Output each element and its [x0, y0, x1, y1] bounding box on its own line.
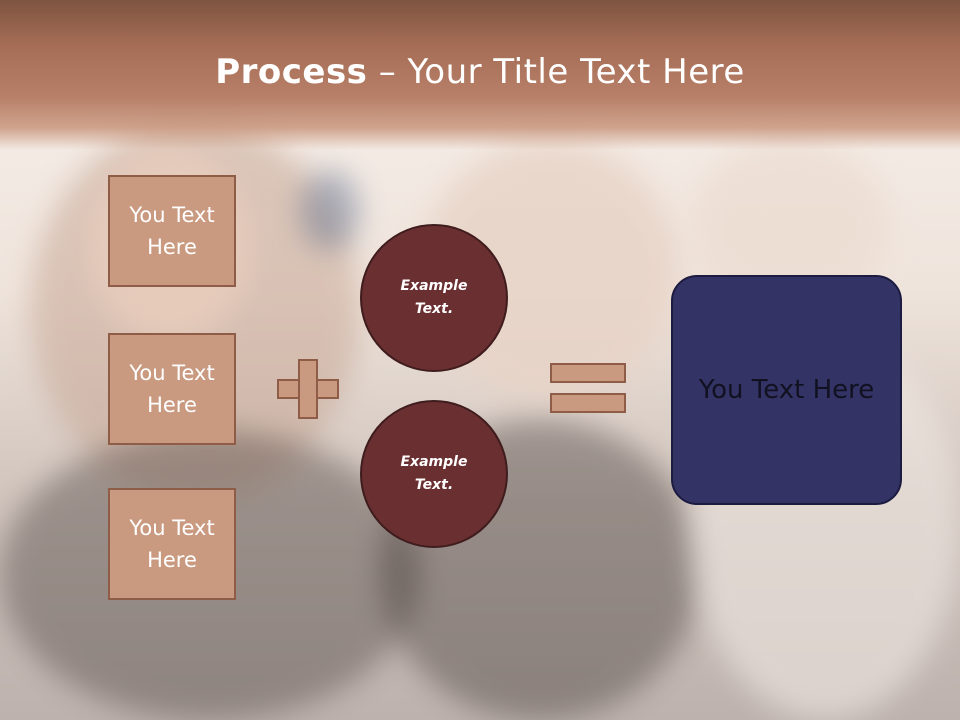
- slide-title: Process – Your Title Text Here: [0, 52, 960, 92]
- example-circle-2-label: Example Text.: [400, 454, 468, 493]
- result-box[interactable]: You Text Here: [671, 275, 902, 505]
- equals-icon-bottom-bar: [550, 393, 626, 413]
- title-rest: – Your Title Text Here: [367, 52, 745, 92]
- text-box-3[interactable]: You Text Here: [108, 488, 236, 600]
- example-circle-2[interactable]: Example Text.: [360, 400, 508, 548]
- plus-icon: [277, 359, 339, 419]
- result-box-label: You Text Here: [698, 375, 875, 405]
- title-bold: Process: [215, 52, 368, 92]
- text-box-1[interactable]: You Text Here: [108, 175, 236, 287]
- example-circle-1[interactable]: Example Text.: [360, 224, 508, 372]
- title-bar: [0, 0, 960, 150]
- text-box-2[interactable]: You Text Here: [108, 333, 236, 445]
- example-circle-1-label: Example Text.: [400, 278, 468, 317]
- equals-icon-top-bar: [550, 363, 626, 383]
